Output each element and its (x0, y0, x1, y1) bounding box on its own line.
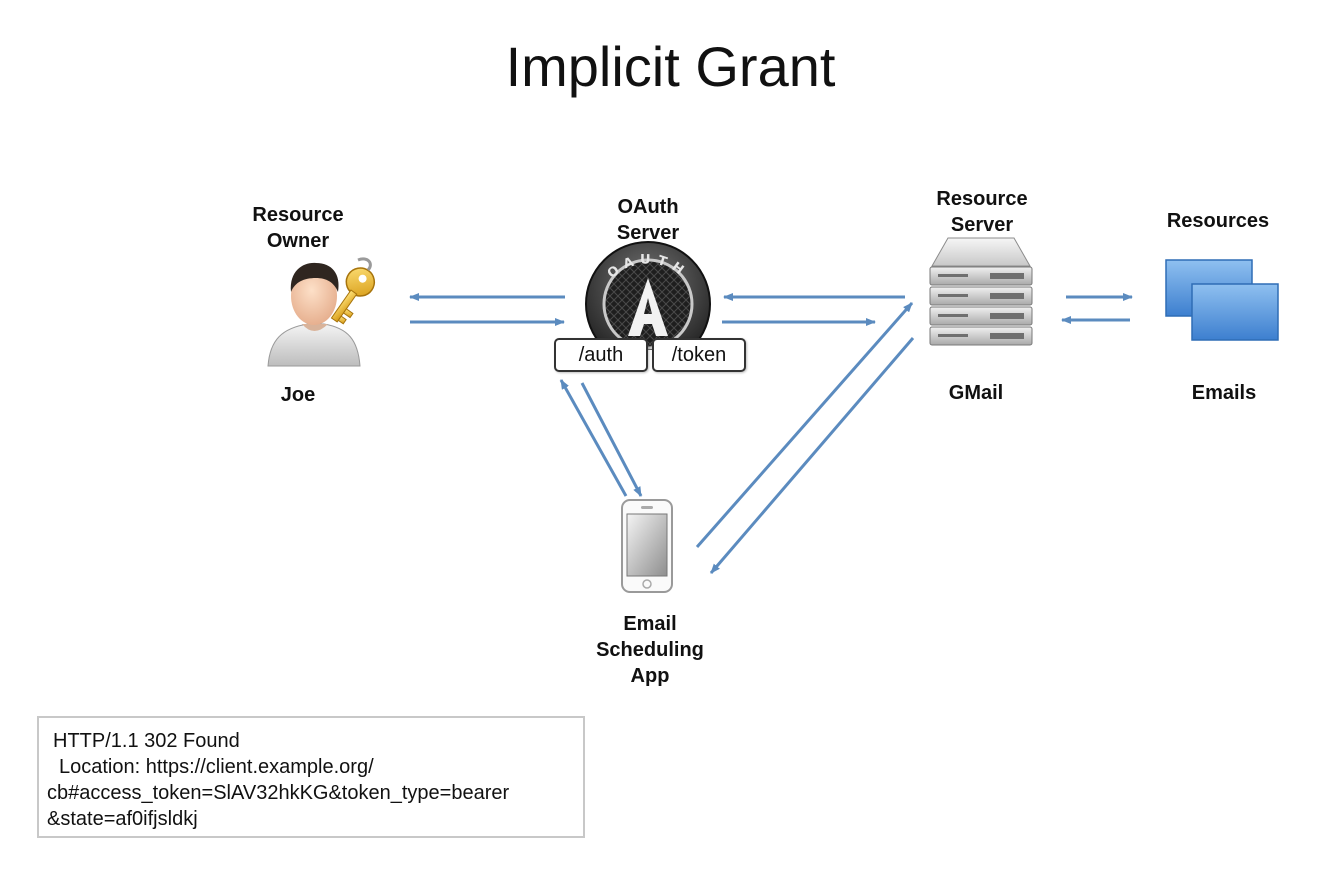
resource-server-heading-line1: Resource (936, 188, 1028, 210)
endpoint-auth: /auth (554, 338, 648, 372)
resource-owner-heading: Resource Owner (228, 202, 368, 254)
http-response-box: HTTP/1.1 302 Found Location: https://cli… (37, 716, 585, 838)
page-title: Implicit Grant (505, 35, 836, 98)
resource-server-name: GMail (948, 382, 1004, 404)
resources-name: Emails (1191, 382, 1257, 404)
smartphone-icon (621, 499, 673, 593)
server-rack-icon (929, 237, 1033, 346)
http-location-line: Location: https://client.example.org/ (59, 756, 374, 778)
stacked-windows-icon (1165, 259, 1279, 341)
person-with-key-icon (267, 257, 376, 367)
http-status-line: HTTP/1.1 302 Found (53, 730, 240, 752)
resource-owner-name: Joe (280, 384, 316, 406)
http-fragment-line: cb#access_token=SlAV32hkKG&token_type=be… (47, 782, 510, 804)
client-app-label: Email Scheduling App (570, 611, 730, 689)
oauth-server-heading-line1: OAuth (617, 196, 679, 218)
resource-owner-heading-line1: Resource (252, 204, 344, 226)
endpoint-token: /token (652, 338, 746, 372)
arrow-app-to-auth (559, 379, 628, 497)
resource-owner-heading-line2: Owner (266, 230, 330, 252)
resource-server-heading-line2: Server (950, 214, 1014, 236)
resource-server-heading: Resource Server (912, 186, 1052, 238)
client-app-label-line2: Scheduling (596, 639, 704, 661)
arrow-resource-server-to-app (709, 337, 915, 574)
oauth-server-heading-line2: Server (616, 222, 680, 244)
resources-heading: Resources (1166, 210, 1270, 232)
client-app-label-line1: Email (623, 613, 677, 635)
oauth-logo-icon: OAUTH (585, 241, 711, 350)
http-state-line: &state=af0ifjsldkj (47, 808, 198, 830)
oauth-server-heading: OAuth Server (578, 194, 718, 246)
client-app-label-line3: App (630, 665, 670, 687)
arrow-app-to-resource-server (695, 302, 914, 548)
arrow-auth-to-app (580, 382, 643, 497)
